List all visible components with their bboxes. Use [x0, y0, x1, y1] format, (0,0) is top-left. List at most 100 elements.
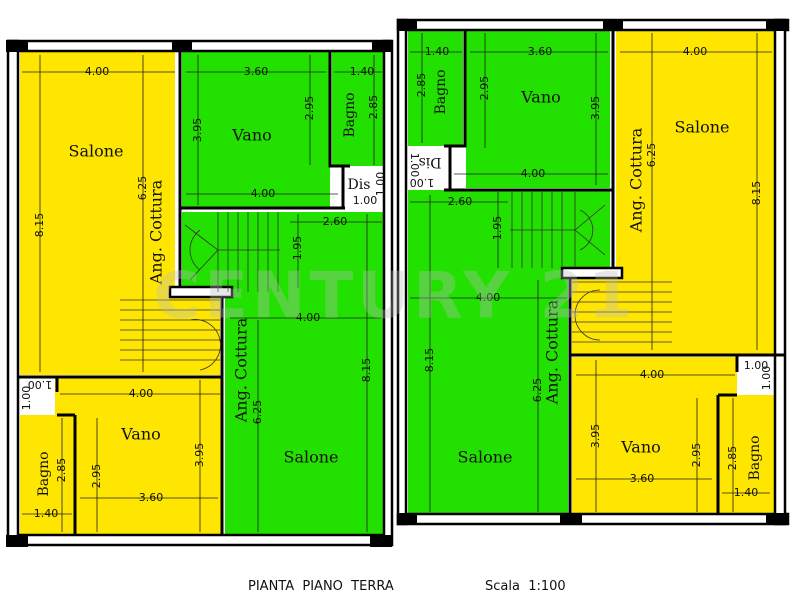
dimension-label: 3.60	[139, 491, 164, 504]
right-bagno-lower-area	[718, 395, 774, 515]
left-bagno-lower-area	[20, 415, 75, 535]
dimension-label: 2.95	[690, 443, 703, 468]
room-label: Bagno	[433, 69, 449, 114]
room-label: Vano	[620, 438, 661, 457]
dimension-label: 1.00	[744, 359, 769, 372]
dimension-label: 4.00	[683, 45, 708, 58]
dimension-label: 2.60	[448, 195, 473, 208]
pillar	[766, 19, 788, 31]
dimension-label: 3.95	[191, 118, 204, 143]
dimension-label: 1.40	[350, 65, 375, 78]
watermark: CENTURY 21	[153, 260, 636, 334]
wall	[6, 39, 392, 53]
dimension-label: 3.95	[589, 96, 602, 121]
room-label: Vano	[231, 126, 272, 145]
dimension-label: 4.00	[521, 167, 546, 180]
dimension-label: 1.00	[408, 153, 421, 178]
right-salone-lower-area	[408, 190, 568, 515]
pillar	[172, 40, 192, 52]
dimension-label: 1.00	[410, 176, 435, 189]
wall	[396, 512, 790, 526]
room-label: Salone	[283, 448, 338, 467]
wall	[560, 266, 624, 280]
left-vano-area	[182, 52, 330, 208]
right-bagno-area	[408, 30, 463, 146]
plan-scale: Scala 1:100	[485, 579, 566, 594]
left-staircase	[120, 212, 280, 371]
right-stair-lower-area	[572, 270, 672, 355]
wall	[773, 18, 787, 526]
dimension-label: 3.60	[244, 65, 269, 78]
dimension-label: 1.00	[353, 194, 378, 207]
wall	[168, 285, 234, 299]
right-vano-area	[466, 30, 610, 188]
dimension-label: 2.85	[415, 73, 428, 98]
room-label: Ang. Cottura	[543, 299, 562, 405]
room-label: Bagno	[342, 92, 358, 137]
room-label: Ang. Cottura	[232, 317, 251, 423]
right-unit: Salone Ang. Cottura Vano Bagno Dis Salon…	[396, 18, 790, 526]
wall	[6, 533, 392, 547]
dimension-label: 4.00	[476, 291, 501, 304]
room-label: Vano	[120, 425, 161, 444]
room-label: Dis	[348, 177, 371, 193]
wall	[6, 39, 20, 547]
dimension-label: 2.85	[55, 458, 68, 483]
dimension-label: 6.25	[645, 143, 658, 168]
dimension-label: 2.95	[90, 464, 103, 489]
left-bagno-area	[332, 52, 385, 166]
room-label: Ang. Cottura	[147, 179, 166, 285]
dimension-label: 1.00	[20, 386, 33, 411]
dimension-label: 1.40	[734, 486, 759, 499]
pillar	[370, 535, 392, 547]
dimension-label: 3.95	[193, 443, 206, 468]
dimension-label: 8.15	[360, 358, 373, 383]
dimension-label: 1.00	[760, 366, 773, 391]
pillar	[766, 513, 788, 525]
room-label: Salone	[674, 118, 729, 137]
dimension-label: 6.25	[136, 176, 149, 201]
right-staircase	[510, 192, 672, 343]
pillar	[397, 19, 417, 31]
dimension-label: 4.00	[640, 368, 665, 381]
dimension-label: 4.00	[251, 187, 276, 200]
dimension-label: 8.15	[33, 213, 46, 238]
dimension-label: 1.00	[28, 378, 53, 391]
dimension-label: 4.00	[129, 387, 154, 400]
wall	[396, 18, 790, 32]
room-label: Salone	[457, 448, 512, 467]
right-vano-lower-area	[572, 357, 737, 515]
dimension-label: 1.40	[34, 507, 59, 520]
dimension-label: 3.60	[528, 45, 553, 58]
left-unit: Salone Ang. Cottura Vano Bagno Dis Salon…	[6, 39, 394, 547]
left-stair-lower-area	[120, 295, 220, 375]
room-label: Bagno	[747, 435, 763, 480]
left-salone-lower-area	[225, 212, 385, 535]
dimension-label: 8.15	[750, 181, 763, 206]
pillar	[397, 513, 417, 525]
pillar	[560, 513, 582, 525]
dimension-label: 2.95	[478, 76, 491, 101]
dimension-label: 1.95	[291, 236, 304, 261]
room-label: Vano	[520, 88, 561, 107]
dimension-label: 2.95	[303, 96, 316, 121]
pillar	[372, 40, 392, 52]
room-label: Bagno	[36, 451, 52, 496]
dimension-label: 4.00	[85, 65, 110, 78]
dimension-label: 3.95	[589, 424, 602, 449]
pillar	[6, 40, 28, 52]
dimension-label: 1.40	[425, 45, 450, 58]
room-label: Dis	[419, 154, 442, 170]
pillar	[6, 535, 28, 547]
dimension-label: 3.60	[630, 472, 655, 485]
dimension-label: 2.60	[323, 215, 348, 228]
room-label: Salone	[68, 142, 123, 161]
dimension-label: 2.85	[367, 95, 380, 120]
left-vano-lower-area	[55, 378, 222, 535]
pillar	[603, 19, 623, 31]
dimension-label: 4.00	[296, 311, 321, 324]
dimension-label: 1.00	[374, 172, 387, 197]
dimension-label: 6.25	[531, 378, 544, 403]
room-label: Ang. Cottura	[627, 127, 646, 233]
